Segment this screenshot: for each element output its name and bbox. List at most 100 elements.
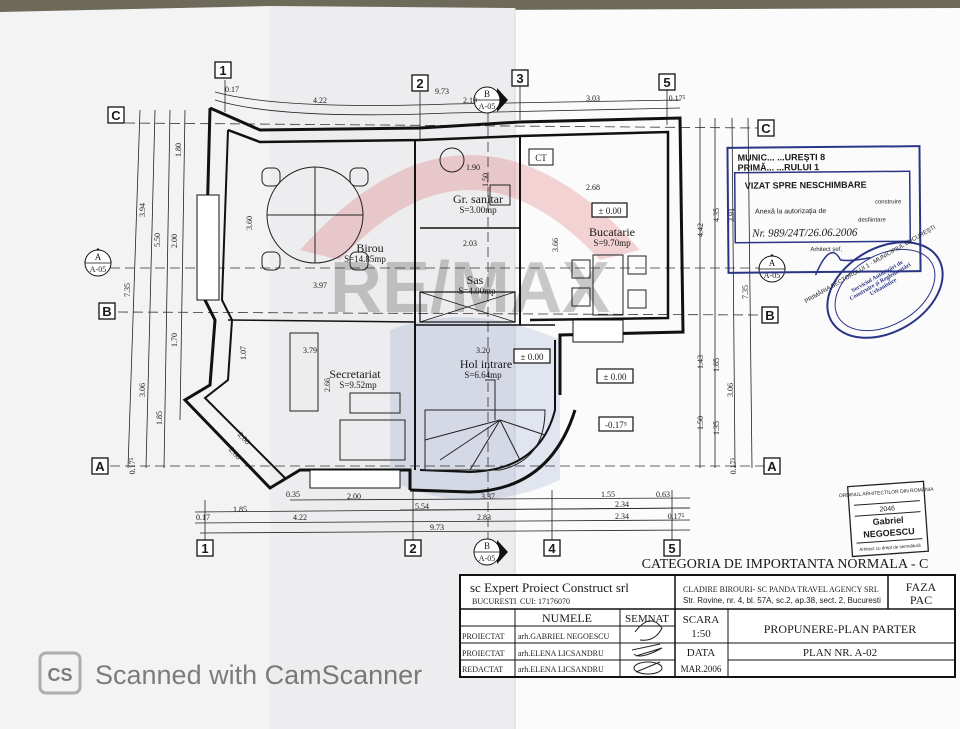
phase-value: PAC (910, 593, 932, 607)
ct-box (528, 148, 554, 166)
dimension-label: 3.97 (313, 281, 327, 290)
section-marker-a-right: A A-05 (758, 254, 786, 283)
level-bucatarie: ± 0.00 (599, 206, 622, 216)
svg-text:Gabriel: Gabriel (872, 515, 904, 527)
dimension-label: 1.65 (712, 358, 721, 372)
dimension-label: 3.06 (726, 383, 735, 397)
svg-text:B: B (484, 89, 490, 99)
importance-category: CATEGORIA DE IMPORTANTA NORMALA - C (642, 557, 929, 572)
signatures (631, 620, 663, 675)
names-header: NUMELE (542, 611, 592, 625)
svg-text:A-05: A-05 (479, 102, 495, 111)
plan-number: PLAN NR. A-02 (803, 647, 877, 659)
row-label-b-left: B (102, 304, 111, 319)
level-exterior: -0.17⁵ (605, 420, 627, 430)
row-markers (91, 106, 781, 475)
company-cui: CUI: 17176070 (520, 597, 570, 606)
role-3: REDACTAT (462, 665, 503, 674)
dimension-label: 3.60 (245, 216, 254, 230)
svg-text:desfiintare: desfiintare (858, 217, 886, 223)
section-marker-a-left: A A-05 (84, 248, 112, 277)
svg-text:NEGOESCU: NEGOESCU (863, 526, 915, 540)
dimension-label: 0.17⁵ (668, 512, 685, 521)
dimension-label: 4.42 (696, 223, 705, 237)
scale-label: SCARA (683, 614, 720, 626)
furniture (261, 147, 647, 471)
dimension-label: 4.35 (712, 208, 721, 222)
camscanner-logo-icon (38, 651, 82, 695)
section-marker-b-bottom: B A-05 (473, 538, 508, 566)
role-2: PROIECTAT (462, 649, 505, 658)
project-address: Str. Rovine, nr. 4, bl. 57A, sc.2, ap.38… (683, 596, 881, 605)
ct-label: CT (535, 153, 547, 163)
svg-text:VIZAT SPRE NESCHIMBARE: VIZAT SPRE NESCHIMBARE (745, 180, 867, 191)
project-name: CLADIRE BIROURI- SC PANDA TRAVEL AGENCY … (683, 585, 879, 594)
dimension-label: 0.17 (196, 513, 210, 522)
svg-text:Anexă la autorizaţia de: Anexă la autorizaţia de (755, 208, 826, 216)
level-terrace: ± 0.00 (604, 372, 627, 382)
scale-value: 1:50 (691, 628, 711, 640)
designer-1: arh.GABRIEL NEGOESCU (518, 632, 609, 641)
row-label-c-right: C (761, 121, 771, 136)
svg-text:Arhitect cu drept de semnătură: Arhitect cu drept de semnătură (859, 543, 921, 552)
room-area-sas: S=4.00mp (458, 286, 496, 296)
dimension-label: 3.03 (586, 94, 600, 103)
row-label-c-left: C (111, 108, 121, 123)
level-markers (513, 202, 634, 432)
dimension-label: 1.50 (481, 173, 490, 187)
svg-text:A-05: A-05 (479, 554, 495, 563)
dimension-label: 2.03 (463, 239, 477, 248)
dimension-label: 3.20 (476, 346, 490, 355)
dimension-label: 0.17⁵ (729, 457, 738, 474)
axis-markers-top (214, 61, 676, 92)
dimension-label: 3.66 (551, 238, 560, 252)
dimension-label: 3.94 (138, 203, 147, 217)
dimension-label: 2.00 (347, 492, 361, 501)
dimension-label: 4.22 (313, 96, 327, 105)
paper-fold-middle (270, 6, 515, 729)
dimension-label: 1.90 (466, 163, 480, 172)
dimension-label: 4.22 (293, 513, 307, 522)
axis-label-5-top: 5 (663, 75, 670, 90)
dimension-label: 5.54 (415, 502, 429, 511)
room-area-hol-intrare: S=6.64mp (464, 370, 502, 380)
dimension-label: 5.50 (153, 233, 162, 247)
svg-text:Nr. 989/24T/26.06.2006: Nr. 989/24T/26.06.2006 (751, 227, 858, 240)
axis-markers-bottom (196, 539, 681, 557)
walls (182, 106, 685, 494)
dimension-label: 0.17⁵ (128, 457, 137, 474)
dimension-label: 7.35 (123, 283, 132, 297)
room-area-bucatarie: S=9.70mp (593, 238, 631, 248)
room-name-hol-intrare: Hol intrare (460, 357, 512, 371)
axis-label-2-top: 2 (416, 76, 423, 91)
camscanner-text: Scanned with CamScanner (95, 660, 422, 690)
dimension-label: 1.55 (601, 490, 615, 499)
row-label-a-left: A (95, 459, 105, 474)
dimension-label: 1.50 (696, 416, 705, 430)
remax-watermark-text: RE/MAX (330, 248, 610, 328)
dimension-label: 2.19 (463, 96, 477, 105)
phase-label: FAZA (906, 580, 937, 594)
svg-text:A-05: A-05 (90, 265, 106, 274)
dimension-label: 1.85 (233, 505, 247, 514)
dimension-label: 0.17 (225, 85, 239, 94)
svg-text:PRIMĂ... ...RULUI 1: PRIMĂ... ...RULUI 1 (738, 162, 820, 173)
designer-2: arh.ELENA LICSANDRU (518, 649, 604, 658)
svg-text:CS: CS (47, 665, 72, 685)
dimension-label: 1.43 (696, 355, 705, 369)
axis-label-2-bottom: 2 (409, 541, 416, 556)
svg-text:A-05: A-05 (764, 271, 780, 280)
role-1: PROIECTAT (462, 632, 505, 641)
dimension-label: 0.17⁵ (669, 94, 686, 103)
dimension-label: 0.35 (286, 490, 300, 499)
axis-label-5-bottom: 5 (668, 541, 675, 556)
dimension-label: 9.73 (435, 87, 449, 96)
visa-stamp: MUNIC... ...UREŞTI 8 PRIMĂ... ...RULUI 1… (726, 145, 922, 276)
axis-label-1-top: 1 (219, 63, 226, 78)
dimension-labels: 0.17 4.22 9.73 2.19 3.03 0.17⁵ 3.94 5.50 2.00 1.8… (123, 85, 750, 532)
dimension-label: 3.91 (727, 208, 736, 222)
date-value: MAR.2006 (681, 664, 722, 674)
camscanner-watermark: CS Scanned with CamScanner (38, 651, 422, 695)
room-name-birou: Birou (356, 241, 383, 255)
